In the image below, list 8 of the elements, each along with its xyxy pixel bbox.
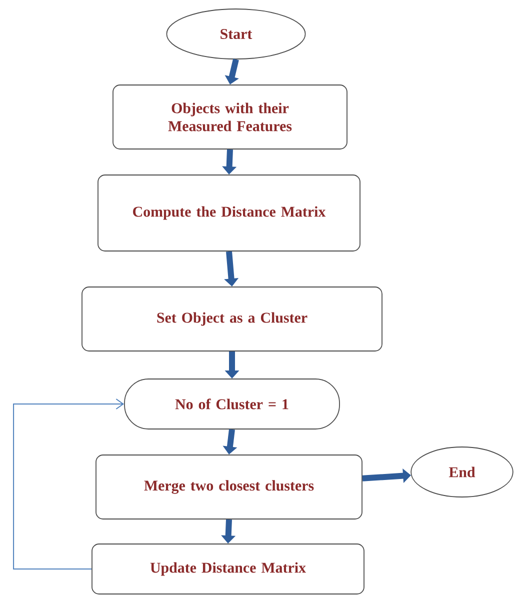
- end-oval: End: [410, 446, 514, 498]
- start-oval: Start: [166, 8, 306, 60]
- process-box: Set Object as a Cluster: [82, 286, 382, 352]
- process-box: Update Distance Matrix: [92, 544, 364, 594]
- process-box: Merge two closest clusters: [96, 454, 362, 520]
- process-box: Objects with their Measured Features: [112, 84, 348, 150]
- process-box: Compute the Distance Matrix: [98, 174, 360, 252]
- arrow: [13, 398, 124, 570]
